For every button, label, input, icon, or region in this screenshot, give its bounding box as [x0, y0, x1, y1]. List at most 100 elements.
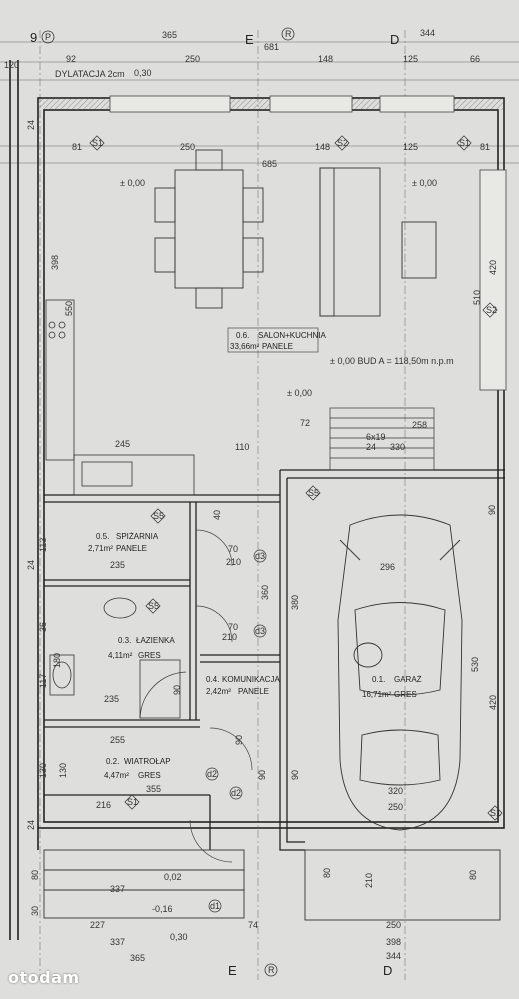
dim-210-c: 210 [364, 873, 374, 888]
axis-circle-top-mid: R [285, 29, 292, 39]
marker-s5-c: S5 [308, 488, 319, 498]
dim-380: 380 [290, 595, 300, 610]
room-garaz-name: GARAŻ [394, 675, 422, 684]
axis-circle-top-left: P [45, 32, 51, 42]
room-garaz-floor: GRES [394, 690, 417, 699]
room-lazienka-num: 0.3. [118, 636, 131, 645]
dim-296: 296 [380, 562, 395, 572]
room-komunikacja-name: KOMUNIKACJA [222, 675, 280, 684]
room-wiatrolap-area: 4,47m² [104, 771, 129, 780]
windows [109, 95, 507, 391]
axis-label-bottom-right: D [383, 963, 392, 978]
dim-113: 113 [38, 538, 48, 552]
dim-72: 72 [300, 418, 310, 428]
dim-110: 110 [235, 442, 249, 452]
section-markers [89, 135, 503, 913]
dim-inner-685: 685 [262, 159, 277, 169]
marker-d3-b: d3 [255, 626, 265, 636]
stairs [329, 407, 435, 471]
dylatacja-label: DYLATACJA 2cm [55, 69, 125, 79]
stairs-sub: 24 [366, 442, 376, 452]
room-label-komunikacja: 0.4. KOMUNIKACJA 2,42m² PANELE [206, 675, 280, 696]
dim-inner-250: 250 [180, 142, 195, 152]
dim-bottom-365: 365 [130, 953, 145, 963]
axis-label-top-left: 9 [30, 30, 37, 45]
room-komunikacja-floor: PANELE [238, 687, 269, 696]
dim-bottom-227: 227 [90, 920, 105, 930]
room-salon-floor: PANELE [262, 342, 293, 351]
room-wiatrolap-num: 0.2. [106, 757, 119, 766]
watermark: otodam [8, 968, 80, 987]
dim-36: 36 [38, 622, 48, 632]
room-label-lazienka: 0.3. ŁAZIENKA 4,11m² GRES [108, 636, 175, 660]
axis-label-top-mid: E [245, 32, 254, 47]
dim-top-365: 365 [162, 30, 177, 40]
axis-label-bottom-mid: E [228, 963, 237, 978]
dim-bottom-74-a: 74 [248, 920, 258, 930]
dim-420-a: 420 [488, 260, 498, 275]
dim-top-344: 344 [420, 28, 435, 38]
dim-130-a: 130 [38, 763, 48, 778]
room-lazienka-area: 4,11m² [108, 651, 133, 660]
room-wiatrolap-floor: GRES [138, 771, 161, 780]
bathroom-fixtures [49, 597, 187, 719]
room-lazienka-floor: GRES [138, 651, 161, 660]
dim-70-a: 70 [228, 544, 238, 554]
dim-top-681: 681 [264, 42, 279, 52]
entrance-steps [43, 849, 501, 921]
dim-top-030: 0,30 [134, 68, 152, 78]
axis-circle-bottom-mid: R [268, 965, 275, 975]
dim-245: 245 [115, 439, 130, 449]
room-komunikacja-area: 2,42m² [206, 687, 231, 696]
room-label-salon: 0.6. SALON+KUCHNIA 33,66m² PANELE [227, 327, 326, 353]
dim-top-120: 120 [4, 60, 19, 70]
dim-bottom-80: 80 [468, 870, 478, 880]
marker-d1: d1 [210, 901, 220, 911]
dim-70-b: 70 [228, 622, 238, 632]
dim-216: 216 [96, 800, 111, 810]
dim-235-a: 235 [110, 560, 125, 570]
axis-label-top-right: D [390, 32, 399, 47]
dim-90-e: 90 [487, 505, 497, 515]
sofa [319, 167, 437, 317]
marker-s5-b: S5 [148, 601, 159, 611]
stairs-dim: 330 [390, 442, 405, 452]
dim-210-a: 210 [226, 557, 241, 567]
dim-inner-148: 148 [315, 142, 330, 152]
marker-s1-c: S1 [127, 797, 138, 807]
room-garaz-area: 16,71m² [362, 690, 392, 699]
dim-bottom-250: 250 [386, 920, 401, 930]
marker-s5-a: S5 [153, 511, 164, 521]
room-salon-name: SALON+KUCHNIA [258, 331, 326, 340]
dim-355: 355 [146, 784, 161, 794]
dim-250-garage: 250 [388, 802, 403, 812]
dim-bottom-030: 0,30 [170, 932, 188, 942]
room-spizarnia-floor: PANELE [116, 544, 147, 553]
dim-550: 550 [64, 301, 74, 316]
marker-d2-a: d2 [207, 769, 217, 779]
level-mark-2: ± 0,00 [412, 178, 437, 188]
dim-420-b: 420 [488, 695, 498, 710]
room-komunikacja-num: 0.4. [206, 675, 219, 684]
dim-bottom-24-c: 24 [26, 120, 36, 130]
dim-90-b: 90 [234, 735, 244, 745]
kitchen-counter [45, 299, 195, 496]
marker-d3-a: d3 [255, 551, 265, 561]
dim-530: 530 [470, 657, 480, 672]
room-spizarnia-num: 0.5. [96, 532, 109, 541]
dim-117: 117 [38, 674, 48, 688]
stairs-dim2: 258 [412, 420, 427, 430]
dim-bottom-24-b: 24 [26, 560, 36, 570]
interior-walls [44, 469, 505, 851]
dim-bottom-344: 344 [386, 951, 401, 961]
car [337, 514, 463, 831]
marker-s2-a: S2 [337, 138, 348, 148]
marker-s2-b: S2 [486, 305, 497, 315]
marker-s1-b: S1 [459, 138, 470, 148]
dim-bottom-24-a: 24 [26, 820, 36, 830]
room-label-spizarnia: 0.5. SPIŻARNIA 2,71m² PANELE [88, 532, 159, 553]
dim-210-b: 210 [222, 632, 237, 642]
door-swings [189, 529, 253, 863]
dim-bottom-337-b: 337 [110, 937, 125, 947]
